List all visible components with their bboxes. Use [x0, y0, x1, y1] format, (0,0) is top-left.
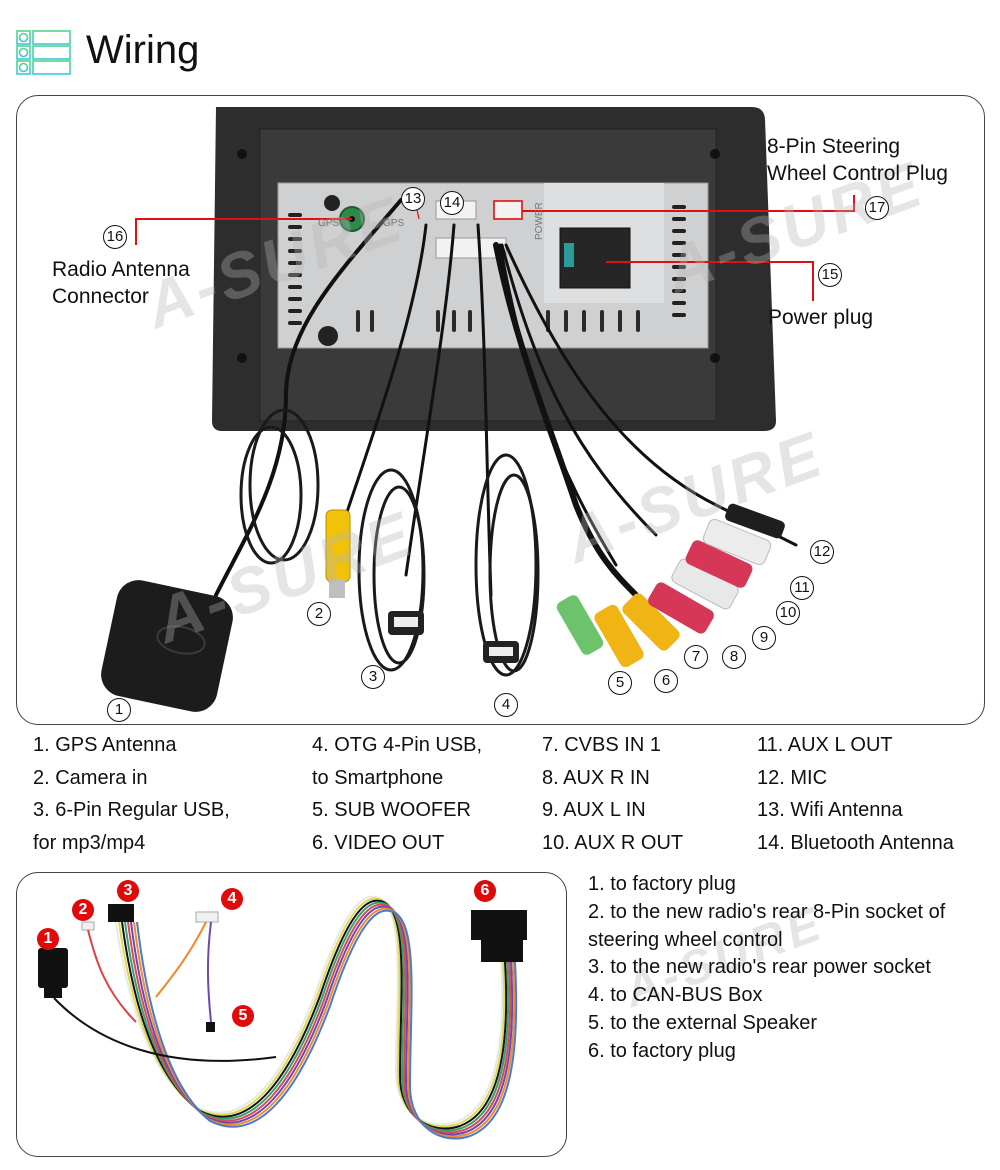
harness-legend-item: 6. to factory plug [588, 1039, 736, 1062]
legend-item: 3. 6-Pin Regular USB, [33, 799, 230, 821]
marker-9: 9 [752, 626, 776, 650]
usb-cable [404, 223, 456, 577]
legend-item: 14. Bluetooth Antenna [757, 831, 954, 854]
legend-item: 5. SUB WOOFER [312, 799, 471, 821]
speaker-plug [206, 1022, 215, 1032]
legend-column-3: 7. CVBS IN 1 8. AUX R IN 9. AUX L IN 10.… [542, 729, 683, 859]
radio-antenna-label-line1: Radio Antenna [52, 258, 190, 281]
marker-14: 14 [440, 191, 464, 215]
legend-item: for mp3/mp4 [33, 831, 146, 854]
page-title: Wiring [86, 28, 200, 72]
power-socket-label: POWER [534, 202, 545, 240]
legend-item: to Smartphone [312, 766, 444, 789]
legend-item: 4. OTG 4-Pin USB, [312, 734, 483, 756]
harness-legend-item: steering wheel control [588, 928, 783, 951]
harness-marker-6: 6 [474, 880, 496, 902]
gps-port-label: GPS [318, 218, 340, 229]
marker-11: 11 [790, 576, 814, 600]
harness-marker-5: 5 [232, 1005, 254, 1027]
legend-column-4: 11. AUX L OUT 12. MIC 13. Wifi Antenna 1… [757, 729, 954, 859]
screw-icon [237, 149, 247, 159]
gps-antenna [101, 580, 233, 712]
harness-legend-item: 1. to factory plug [588, 873, 736, 895]
legend-item: 6. VIDEO OUT [312, 831, 445, 854]
marker-7: 7 [684, 645, 708, 669]
radio-antenna-label-line2: Connector [52, 285, 149, 308]
legend-item: 12. MIC [757, 766, 828, 789]
marker-12: 12 [810, 540, 834, 564]
marker-8: 8 [722, 645, 746, 669]
list-icon [16, 30, 72, 76]
otg-cable [476, 223, 493, 597]
marker-10: 10 [776, 601, 800, 625]
power-socket [559, 227, 631, 289]
factory-plug-6 [471, 910, 527, 940]
radio-antenna-label: Radio Antenna Connector [52, 256, 190, 310]
harness-legend: 1. to factory plug 2. to the new radio's… [588, 871, 945, 1066]
legend-item: 2. Camera in [33, 766, 148, 789]
camera-cable [344, 223, 428, 517]
otg-cable-coil [474, 453, 538, 677]
rca-bundle [493, 242, 639, 598]
harness-legend-item: 4. to CAN-BUS Box [588, 984, 763, 1007]
harness-illustration [38, 895, 527, 1140]
marker-16: 16 [103, 225, 127, 249]
screw-icon [710, 353, 720, 363]
screw-icon [237, 353, 247, 363]
harness-marker-3: 3 [117, 880, 139, 902]
legend-item: 9. AUX L IN [542, 799, 646, 821]
legend-item: 13. Wifi Antenna [757, 799, 903, 821]
marker-3: 3 [361, 665, 385, 689]
power-plug-line [606, 261, 814, 301]
harness-marker-2: 2 [72, 899, 94, 921]
legend-column-2: 4. OTG 4-Pin USB, to Smartphone 5. SUB W… [312, 729, 482, 859]
harness-marker-4: 4 [221, 888, 243, 910]
gps-cable-coil [248, 408, 320, 562]
callout-lines [135, 195, 855, 301]
marker-2: 2 [307, 602, 331, 626]
canbus-plug [195, 911, 219, 923]
legend-column-1: 1. GPS Antenna 2. Camera in 3. 6-Pin Reg… [33, 729, 230, 859]
marker-17: 17 [865, 196, 889, 220]
steering-plug-line [522, 195, 855, 212]
steering-plug-label-line1: 8-Pin Steering [767, 135, 901, 158]
steering-plug-label-line2: Wheel Control Plug [767, 162, 948, 185]
legend-item: 7. CVBS IN 1 [542, 734, 661, 756]
harness-marker-1: 1 [37, 928, 59, 950]
rca-plugs [556, 503, 785, 668]
marker-13: 13 [401, 187, 425, 211]
legend-item: 8. AUX R IN [542, 766, 650, 789]
legend-item: 1. GPS Antenna [33, 734, 177, 756]
steering-socket-plug [81, 921, 95, 931]
marker-15: 15 [818, 263, 842, 287]
power-plug-label: Power plug [768, 306, 874, 329]
power-socket-plug [108, 904, 134, 922]
harness-legend-item: 5. to the external Speaker [588, 1011, 818, 1034]
screw-icon [710, 149, 720, 159]
gps-port-label: GPS [383, 218, 405, 229]
marker-5: 5 [608, 671, 632, 695]
marker-6: 6 [654, 669, 678, 693]
marker-1: 1 [107, 698, 131, 722]
radio-antenna-line [135, 218, 352, 245]
legend-item: 10. AUX R OUT [542, 831, 684, 854]
head-unit-illustration [101, 107, 855, 712]
marker-4: 4 [494, 693, 518, 717]
factory-plug-1 [38, 948, 68, 988]
legend-item: 11. AUX L OUT [757, 734, 893, 756]
steering-plug-label: 8-Pin Steering Wheel Control Plug [767, 133, 948, 187]
harness-legend-item: 2. to the new radio's rear 8-Pin socket … [588, 900, 946, 923]
harness-legend-item: 3. to the new radio's rear power socket [588, 956, 931, 979]
